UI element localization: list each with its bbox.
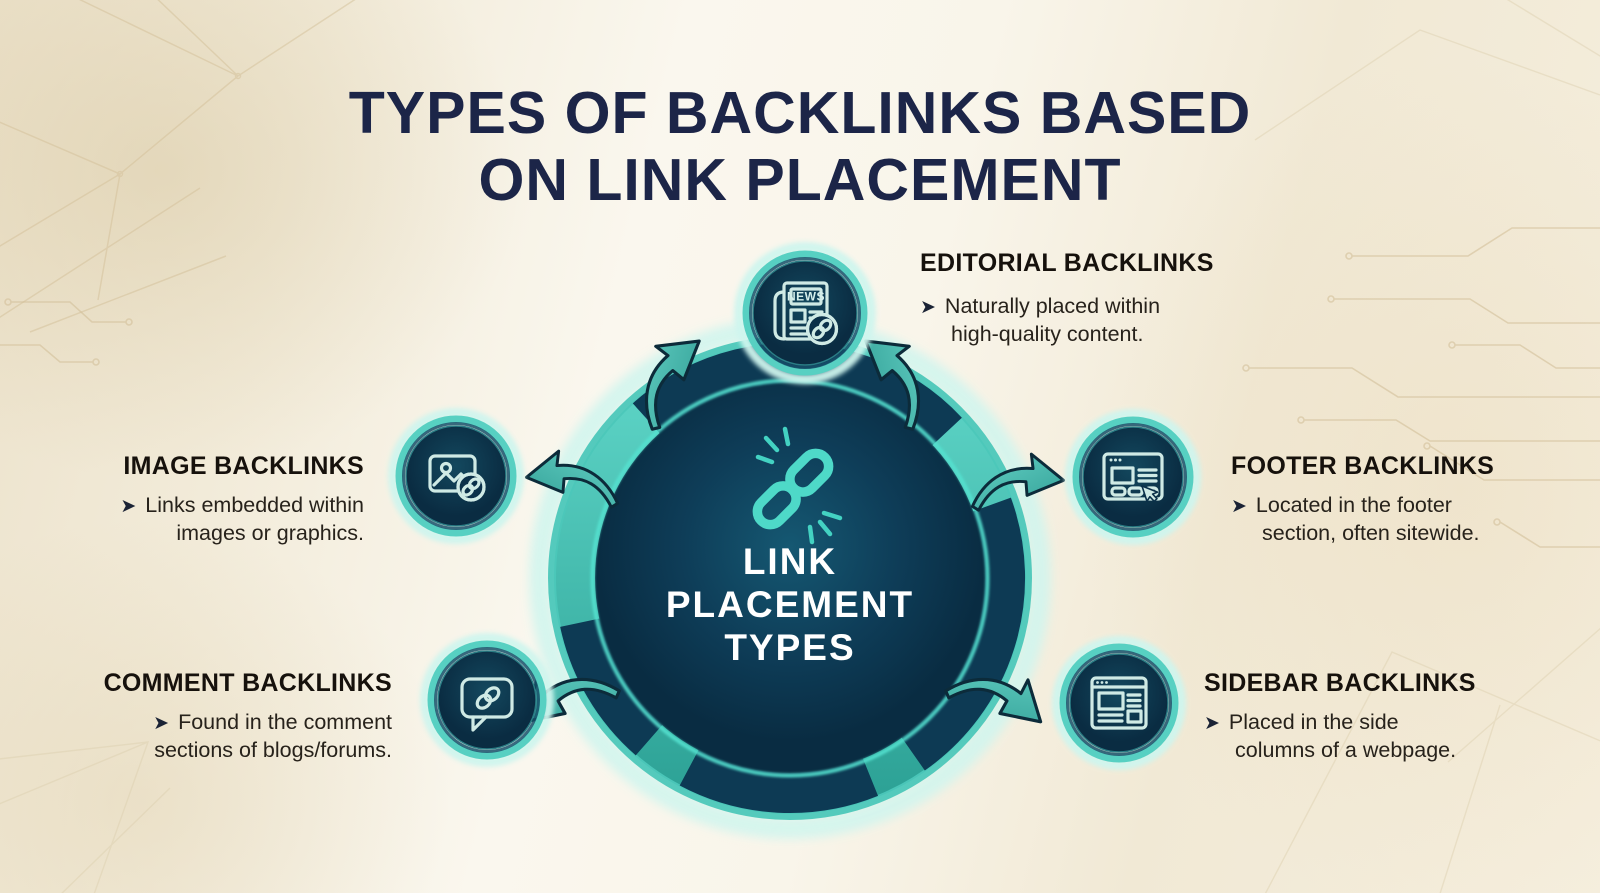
browser-footer-link-icon (1102, 452, 1164, 503)
section-editorial-backlinks: EDITORIAL BACKLINKS ➤ Naturally placed wi… (920, 248, 1214, 347)
sidebar-badge (1052, 636, 1186, 770)
description-line: Links embedded within (145, 493, 364, 517)
description-line: Found in the comment (178, 710, 392, 734)
arrow-bullet-icon: ➤ (920, 297, 936, 318)
comment-badge (420, 633, 554, 767)
section-description: ➤ Placed in the side columns of a webpage… (1204, 709, 1476, 763)
description-line: Placed in the side (1228, 710, 1399, 734)
section-description: ➤ Found in the comment sections of blogs/… (104, 709, 392, 763)
section-sidebar-backlinks: SIDEBAR BACKLINKS ➤ Placed in the side co… (1204, 668, 1476, 763)
description-line: section, often sitewide. (1262, 521, 1480, 545)
section-comment-backlinks: COMMENT BACKLINKS ➤ Found in the comment … (104, 668, 392, 763)
circuit-traces-right (1242, 227, 1600, 548)
page-title: TYPES OF BACKLINKS BASED ON LINK PLACEME… (0, 80, 1600, 214)
center-label-line: TYPES (724, 627, 856, 668)
image-link-icon (428, 454, 486, 502)
comment-link-icon (460, 677, 514, 732)
browser-sidebar-link-icon (1090, 676, 1148, 730)
polygon-mesh-top-right (1254, 0, 1600, 141)
section-description: ➤ Links embedded within images or graphic… (120, 492, 364, 546)
section-description: ➤ Naturally placed within high-quality co… (920, 293, 1214, 347)
section-heading: COMMENT BACKLINKS (103, 669, 392, 697)
description-line: sections of blogs/forums. (154, 738, 392, 762)
center-hub-label: LINK PLACEMENT TYPES (590, 540, 990, 669)
chain-link-icon (752, 426, 843, 545)
section-description: ➤ Located in the footer section, often si… (1231, 492, 1494, 546)
polygon-mesh-top-left (0, 0, 356, 333)
description-line: Located in the footer (1255, 493, 1452, 517)
description-line: columns of a webpage. (1235, 738, 1457, 762)
cursor-icon (1141, 485, 1159, 503)
section-heading: SIDEBAR BACKLINKS (1204, 669, 1476, 697)
section-heading: FOOTER BACKLINKS (1231, 452, 1495, 480)
newspaper-link-icon: NEWS (773, 281, 839, 346)
section-heading: EDITORIAL BACKLINKS (920, 249, 1214, 277)
section-footer-backlinks: FOOTER BACKLINKS ➤ Located in the footer … (1231, 451, 1494, 546)
editorial-badge: NEWS (734, 242, 876, 384)
center-circle (595, 383, 985, 773)
circuit-traces-left (0, 298, 133, 366)
arrow-bullet-icon: ➤ (1204, 713, 1220, 734)
description-line: Naturally placed within (944, 294, 1161, 318)
footer-badge (1065, 409, 1201, 545)
center-label-line: PLACEMENT (665, 584, 915, 625)
description-line: high-quality content. (951, 322, 1144, 346)
arrow-bullet-icon: ➤ (153, 713, 170, 734)
arrow-bullet-icon: ➤ (1231, 496, 1247, 517)
title-line-2: ON LINK PLACEMENT (478, 147, 1122, 213)
arrow-bullet-icon: ➤ (120, 496, 137, 517)
center-label-line: LINK (742, 541, 838, 582)
svg-text:NEWS: NEWS (787, 290, 825, 304)
title-line-1: TYPES OF BACKLINKS BASED (348, 80, 1252, 146)
image-badge (388, 408, 524, 544)
sparkle-bottom-right (807, 510, 843, 545)
section-image-backlinks: IMAGE BACKLINKS ➤ Links embedded within i… (120, 451, 364, 546)
section-heading: IMAGE BACKLINKS (123, 452, 364, 480)
description-line: images or graphics. (176, 521, 364, 545)
sparkle-top-left (755, 426, 791, 465)
polygon-mesh-bottom-right (1264, 627, 1600, 893)
polygon-mesh-bottom-left (0, 740, 171, 893)
